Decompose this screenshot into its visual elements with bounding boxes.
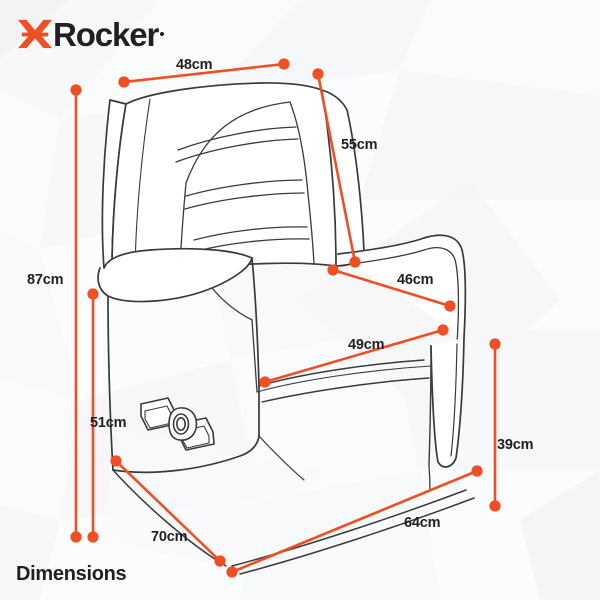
seat-cushion-seam	[256, 365, 432, 393]
left-side-panel-bottom	[112, 435, 260, 474]
backrest-channel-2-bottom	[184, 192, 305, 210]
dimension-line-width-top	[122, 62, 286, 84]
front-base-top-edge	[231, 489, 467, 567]
dimension-label-seat-height: 51cm	[90, 415, 127, 431]
dimension-endpoint-width-top-end	[278, 58, 290, 70]
page-title: Dimensions	[16, 563, 127, 585]
dimension-endpoint-total-height-start	[70, 84, 82, 96]
backrest-channel-3-top	[193, 226, 308, 241]
dimension-line-seat-width	[263, 328, 445, 384]
base-inner-corner	[258, 435, 305, 481]
dimension-label-side-depth: 70cm	[151, 529, 188, 545]
dimension-endpoint-seat-height-end	[87, 531, 99, 543]
dimension-line-seat-depth-top	[331, 268, 452, 308]
x-letter-mark	[18, 19, 52, 49]
dimension-endpoint-seat-width-end	[437, 324, 449, 336]
dimension-label-seat-width: 49cm	[348, 337, 385, 353]
dimension-endpoint-seat-height-start	[87, 288, 99, 300]
dimension-label-total-height: 87cm	[27, 272, 64, 288]
dimension-line-front-width	[230, 469, 479, 574]
backrest-channel-1-bottom	[175, 138, 299, 163]
brand-logo: Rocker	[16, 14, 165, 54]
right-base-corner	[428, 465, 431, 491]
dimension-line-back-height	[316, 72, 357, 264]
right-side-panel-seam	[450, 343, 458, 457]
dimension-endpoint-back-height-start	[312, 68, 324, 80]
dimension-endpoint-seat-width-start	[259, 376, 271, 388]
right-side-panel-inner	[428, 345, 432, 467]
control-panel-dial-outer	[172, 413, 190, 435]
brand-trademark-dot	[160, 31, 165, 36]
backrest-cushion-top-left	[185, 101, 291, 184]
dimension-endpoint-back-low-height-end	[489, 500, 501, 512]
dimension-endpoint-side-depth-start	[110, 455, 122, 467]
left-armrest-inner-fold-lower	[251, 319, 258, 393]
dimension-label-front-width: 64cm	[404, 515, 441, 531]
left-base-side-edge	[112, 469, 227, 567]
left-armrest-front-roll	[97, 257, 253, 303]
backrest-left-seam	[134, 98, 151, 269]
control-panel-dial-inner	[176, 416, 187, 431]
dimension-endpoint-back-height-end	[349, 256, 361, 268]
dimension-endpoint-width-top-start	[118, 76, 130, 88]
backrest-cushion-right-seam-lower	[307, 193, 315, 265]
backrest-cushion-right-seam	[289, 101, 309, 195]
dimension-label-back-low-height: 39cm	[497, 437, 534, 453]
dimension-endpoint-seat-depth-top-end	[444, 300, 456, 312]
left-armrest-top-roll	[103, 247, 253, 269]
seat-cushion-front-top	[258, 359, 425, 387]
control-panel	[140, 397, 215, 451]
dimension-endpoint-seat-depth-top-start	[327, 264, 339, 276]
dimension-label-back-height: 55cm	[341, 137, 378, 153]
dimension-endpoint-front-width-start	[226, 566, 238, 578]
backrest-channel-2-top	[185, 179, 303, 197]
dimension-endpoint-front-width-end	[471, 465, 483, 477]
dimension-endpoint-back-low-height-start	[489, 338, 501, 350]
left-armrest-back-edge	[251, 257, 260, 387]
left-side-panel-front-edge	[107, 295, 114, 471]
right-armrest-inner-edge	[335, 247, 460, 345]
brand-logo-text: Rocker	[53, 15, 159, 53]
dimension-endpoint-side-depth-end	[214, 555, 226, 567]
backrest-channel-1-top	[177, 126, 297, 151]
dimension-label-seat-depth-top: 46cm	[397, 272, 434, 288]
dimension-line-side-depth	[114, 459, 222, 563]
dimension-endpoint-total-height-end	[70, 531, 82, 543]
seat-cushion-front-bottom	[261, 377, 430, 403]
dimension-label-width-top: 48cm	[176, 57, 213, 73]
left-armrest-inner-fold	[211, 287, 253, 321]
front-base-bottom-edge	[239, 497, 475, 575]
